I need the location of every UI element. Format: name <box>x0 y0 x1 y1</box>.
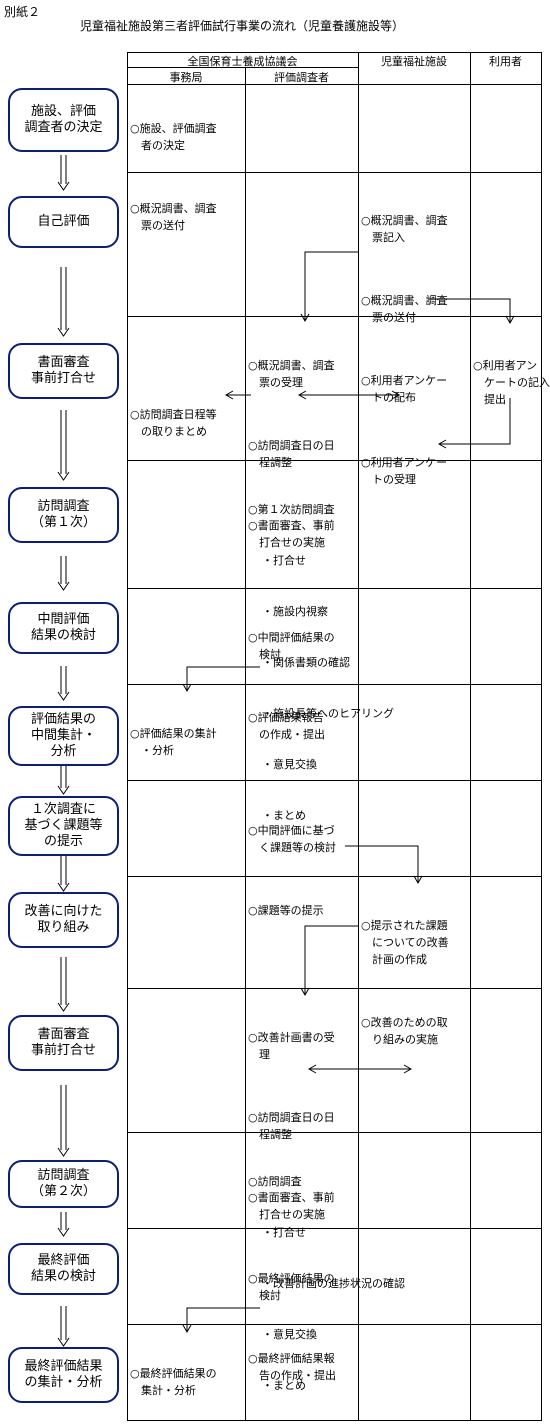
step-document-review-1: 書面審査 事前打合せ <box>8 343 119 399</box>
list-item: ○第１次訪問調査 <box>248 503 335 516</box>
list-item: ・施設内視察 <box>262 605 328 618</box>
r8-facility-cell: ○提示された課題 についての改善 計画の作成 ○改善のための取 り組みの実施 <box>361 883 449 1077</box>
list-item: ○評価結果報告 の作成・提出 <box>248 711 325 741</box>
list-item: ○評価結果の集計 ・分析 <box>130 727 217 757</box>
list-item: ・意見交換 <box>262 1328 317 1341</box>
list-item: ○書面審査、事前 打合せの実施 <box>248 519 335 549</box>
list-item: ○概況調書、調査 票記入 <box>361 214 448 244</box>
list-item: ・関係書類の確認 <box>262 656 350 669</box>
step-final-analysis: 最終評価結果 の集計・分析 <box>8 1347 119 1403</box>
step-decide-facility: 施設、評価 調査者の決定 <box>8 88 119 152</box>
list-item: ○改善計画書の受 理 <box>248 1031 335 1061</box>
list-item: ○中間評価に基づ く課題等の検討 <box>248 824 336 854</box>
list-item: ○概況調書、調査 票の送付 <box>130 202 217 232</box>
list-item: ○施設、評価調査 者の決定 <box>130 122 217 152</box>
list-item: ○利用者アンケー トの受理 <box>361 456 448 486</box>
step-document-review-2: 書面審査 事前打合せ <box>8 1015 119 1071</box>
col-evaluators: 評価調査者 <box>274 71 329 84</box>
list-item: ○書面審査、事前 打合せの実施 <box>248 1191 335 1221</box>
step-improvement: 改善に向けた 取り組み <box>8 892 119 948</box>
list-item: ○利用者アンケー トの配布 <box>361 374 448 404</box>
list-item: ○訪問調査日の日 程調整 <box>248 1111 335 1141</box>
r3-users-cell: ○利用者アン ケートの記入、 提出 <box>473 323 550 437</box>
step-down-arrows <box>57 155 70 1347</box>
r7-evaluators-cell: ○中間評価に基づ く課題等の検討 ○課題等の提示 <box>248 788 336 948</box>
r1-office-cell: ○施設、評価調査 者の決定 ○概況調書、調査 票の送付 <box>130 86 217 263</box>
list-item: ○提示された課題 についての改善 計画の作成 <box>361 919 449 966</box>
col-users: 利用者 <box>489 55 522 68</box>
r11-evaluators-cell: ○最終評価結果の 検討 ○最終評価結果報 告の作成・提出 <box>248 1236 336 1413</box>
r2-facility-cell: ○概況調書、調査 票記入 ○概況調書、調査 票の送付 ○利用者アンケー トの配布 <box>361 178 448 435</box>
list-item: ・打合せ <box>262 1226 306 1239</box>
list-item: ○訪問調査日の日 程調整 <box>248 439 335 469</box>
list-item: ○中間評価結果の 検討 <box>248 631 335 661</box>
flow-arrows <box>182 251 515 1334</box>
col-council: 全国保育士養成協議会 <box>187 55 298 68</box>
r6-office-cell: ○評価結果の集計 ・分析 <box>130 691 217 788</box>
r3-facility-cell: ○利用者アンケー トの受理 <box>361 420 447 517</box>
list-item: ○改善のための取 り組みの実施 <box>361 1016 448 1046</box>
r4-evaluators-cell: ○第１次訪問調査 ・打合せ ・施設内視察 ・関係書類の確認 ・施設長等へのヒアリ… <box>248 467 394 841</box>
step-interim-review: 中間評価 結果の検討 <box>8 602 119 654</box>
step-visit-1: 訪問調査 （第１次） <box>8 487 119 543</box>
r9-evaluators-cell: ○改善計画書の受 理 ○訪問調査日の日 程調整 ○書面審査、事前 打合せの実施 <box>248 995 335 1252</box>
r5-evaluators-cell: ○中間評価結果の 検討 ○評価結果報告 の作成・提出 <box>248 595 335 772</box>
list-item: ○訪問調査日程等 の取りまとめ <box>130 408 217 438</box>
list-item: ・意見交換 <box>262 758 317 771</box>
col-facility: 児童福祉施設 <box>381 55 447 68</box>
step-final-review: 最終評価 結果の検討 <box>8 1243 119 1295</box>
list-item: ○最終評価結果の 集計・分析 <box>130 1367 217 1397</box>
list-item: ○概況調書、調査 票の受理 <box>248 359 335 389</box>
list-item: ○利用者アン ケートの記入、 提出 <box>473 359 550 406</box>
step-visit-2: 訪問調査 （第２次） <box>8 1160 119 1208</box>
page-title: 児童福祉施設第三者評価試行事業の流れ（児童養護施設等） <box>80 19 405 33</box>
list-item: ・まとめ <box>262 1379 306 1392</box>
list-item: ○概況調書、調査 票の送付 <box>361 294 448 324</box>
attachment-label: 別紙２ <box>4 5 41 19</box>
list-item: ○課題等の提示 <box>248 904 324 917</box>
step-interim-analysis: 評価結果の 中間集計・ 分析 <box>8 706 119 766</box>
list-item: ○訪問調査 <box>248 1175 302 1188</box>
list-item: ・まとめ <box>262 809 306 822</box>
r10-evaluators-cell: ○訪問調査 ・打合せ ・改善計画の進捗状況の確認 ・意見交換 ・まとめ <box>248 1139 405 1411</box>
r3-office-cell: ○訪問調査日程等 の取りまとめ <box>130 372 217 469</box>
step-self-evaluation: 自己評価 <box>8 196 119 248</box>
list-item: ○最終評価結果の 検討 <box>248 1272 335 1302</box>
r3-evaluators-cell: ○概況調書、調査 票の受理 ○訪問調査日の日 程調整 ○書面審査、事前 打合せの… <box>248 323 335 580</box>
list-item: ・打合せ <box>262 554 306 567</box>
r12-office-cell: ○最終評価結果の 集計・分析 <box>130 1331 217 1428</box>
step-present-issues: １次調査に 基づく課題等 の提示 <box>8 796 119 856</box>
list-item: ・改善計画の進捗状況の確認 <box>262 1277 405 1290</box>
list-item: ・施設長等へのヒアリング <box>262 707 394 720</box>
col-office: 事務局 <box>169 71 203 84</box>
list-item: ○最終評価結果報 告の作成・提出 <box>248 1352 336 1382</box>
